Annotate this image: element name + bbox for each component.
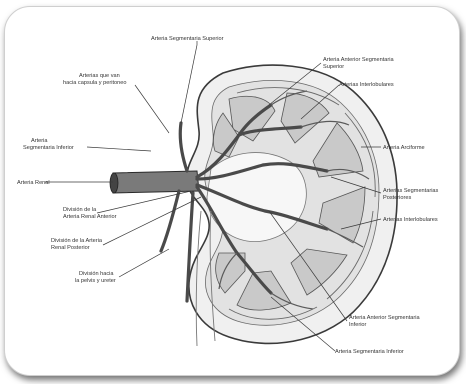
label-renal-artery: Arteria Renal: [17, 180, 50, 186]
label-posterior-segmental-2: Posteriores: [383, 195, 411, 201]
label-pelvis-ureter-1: División hacia: [79, 271, 114, 277]
figure-frame: Arteria Segmentaria Superior Arterias qu…: [4, 6, 460, 376]
label-anterior-inferior-1: Arteria Anterior Segmentaria: [349, 315, 420, 321]
label-to-capsule-1: Arterias que van: [79, 73, 120, 79]
label-anterior-superior-1: Arteria Anterior Segmentaria: [323, 57, 394, 63]
label-superior-segmental: Arteria Segmentaria Superior: [151, 36, 224, 42]
label-interlobar-right: Arterias Interlobulares: [383, 217, 438, 223]
label-arcuate: Arteria Arciforme: [383, 145, 425, 151]
label-posterior-division-1: División de la Arteria: [51, 238, 103, 244]
kidney-diagram: Arteria Segmentaria Superior Arterias qu…: [5, 7, 460, 376]
label-anterior-division-1: División de la: [63, 207, 97, 213]
label-pelvis-ureter-2: la pelvis y ureter: [75, 278, 116, 284]
label-anterior-division-2: Arteria Renal Anterior: [63, 214, 117, 220]
label-interlobar-top: Arterias Interlobulares: [339, 82, 394, 88]
renal-artery-trunk: [110, 171, 199, 193]
label-anterior-inferior-2: Inferior: [349, 322, 367, 328]
label-posterior-division-2: Renal Posterior: [51, 245, 90, 251]
label-posterior-segmental-1: Arterias Segmentarias: [383, 188, 439, 194]
label-anterior-superior-2: Superior: [323, 64, 344, 70]
label-to-capsule-2: hacia capsula y peritoneo: [63, 80, 126, 86]
label-inferior-segmental-left-1: Arteria: [31, 138, 48, 144]
label-inferior-segmental-bottom: Arteria Segmentaria Inferior: [335, 349, 404, 355]
label-inferior-segmental-left-2: Segmentaria Inferior: [23, 145, 74, 151]
